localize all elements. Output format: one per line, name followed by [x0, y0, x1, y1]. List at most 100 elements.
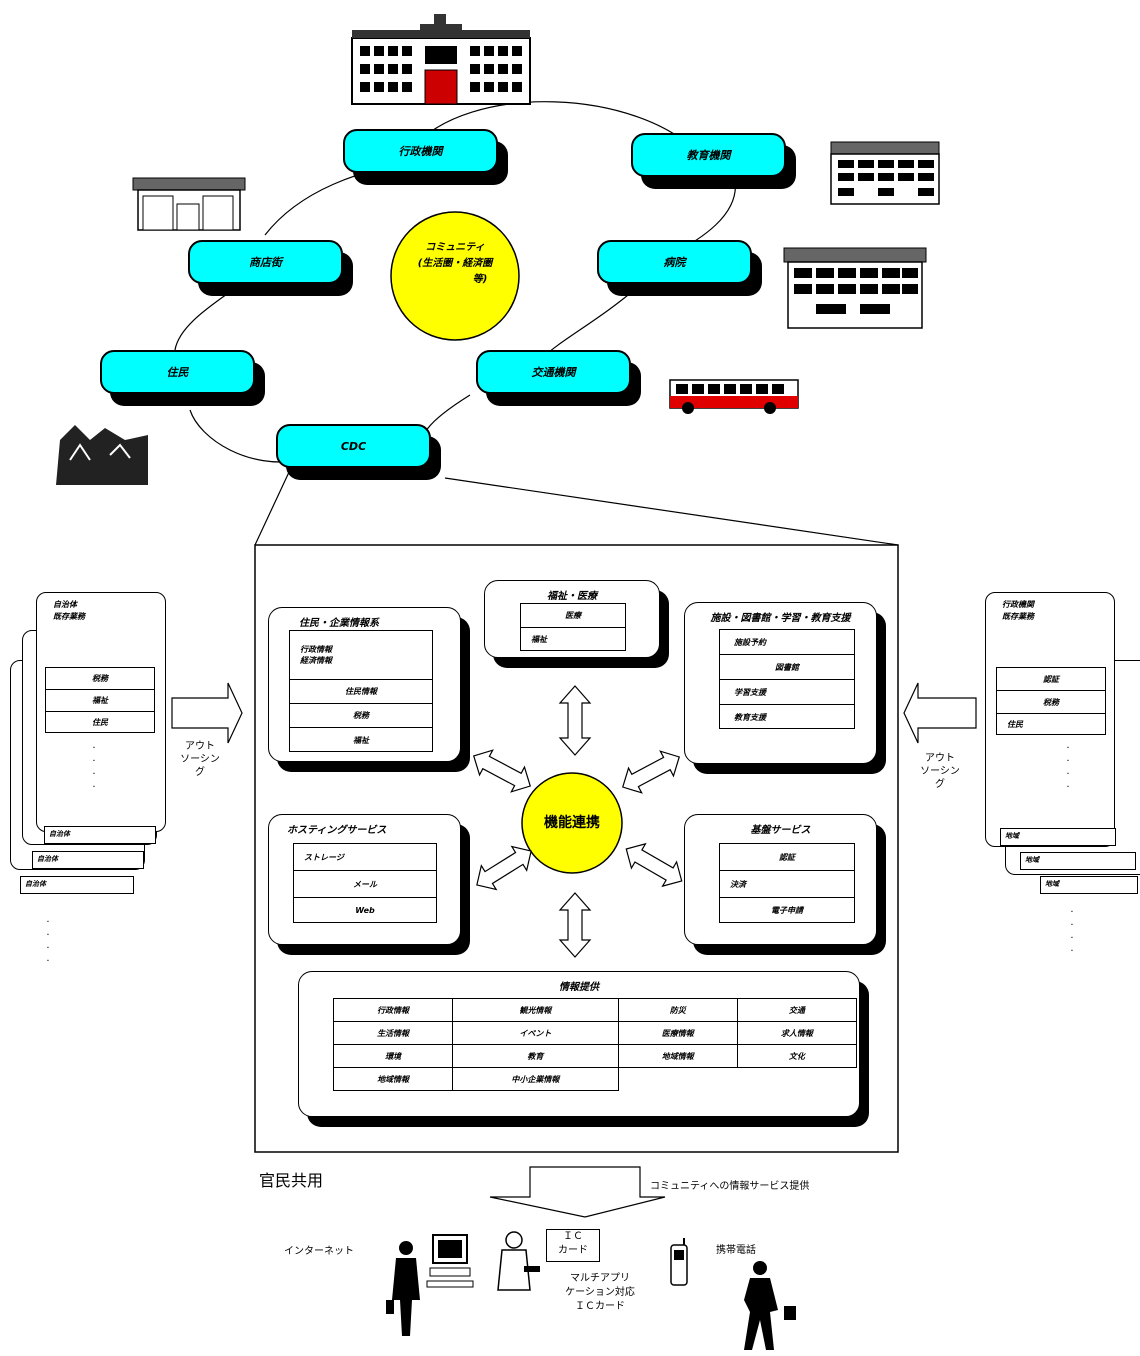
multi-line1: マルチアプリ [570, 1273, 630, 1284]
node-shotengai: 商店街 [188, 240, 343, 284]
kanmin-label: 官民共用 [259, 1171, 324, 1190]
left-row: 福祉 [46, 690, 154, 712]
community-line1: コミュニティ [425, 242, 485, 253]
joho-cell: イベント [452, 1021, 619, 1045]
box-fukushi-title: 福祉・医療 [547, 591, 597, 602]
joho-cell: 環境 [332, 1044, 454, 1068]
joho-cell: 観光情報 [452, 998, 619, 1022]
right-outsourcing-label: アウト ソーシン グ [915, 752, 965, 791]
box-fukushi: 福祉・医療 医療 福祉 [484, 580, 660, 658]
shop-picture [132, 177, 246, 231]
community-label: コミュニティ (生活圏・経済圏 等) [395, 240, 515, 288]
school-building-picture [830, 141, 940, 205]
main-panel [254, 544, 899, 1153]
joho-cell: 中小企業情報 [452, 1067, 619, 1091]
left-row: 住民 [92, 718, 108, 727]
right-outsourcing-line: アウト [925, 753, 955, 764]
box-jumin-kigyo: 住民・企業情報系 行政情報 経済情報 住民情報 税務 福祉 [268, 607, 461, 762]
left-outsourcing-arrow [171, 682, 243, 744]
left-bottom-ellipsis: ···· [46, 917, 50, 967]
double-arrows [472, 685, 683, 958]
box-hosting: ホスティングサービス ストレージ メール Web [268, 814, 461, 945]
box-jumin-kigyo-row: 福祉 [353, 735, 369, 745]
right-row: 認証 [997, 668, 1105, 691]
joho-cell: 医療情報 [617, 1021, 738, 1045]
box-jumin-kigyo-row: 税務 [290, 704, 432, 728]
right-row: 住民 [1007, 720, 1023, 729]
joho-cell: 地域情報 [332, 1067, 454, 1091]
joho-cell: 地域情報 [617, 1044, 738, 1068]
box-joho-title: 情報提供 [559, 982, 599, 993]
residents-picture [56, 425, 148, 485]
box-jumin-kigyo-list: 行政情報 経済情報 住民情報 税務 福祉 [289, 630, 433, 752]
businessman-picture [386, 1241, 420, 1336]
ic-card-line1: ＩＣ [563, 1231, 583, 1242]
multi-line2: ケーション対応 [565, 1287, 635, 1298]
box-shisetsu-row: 図書館 [720, 655, 854, 680]
right-stack-front: 行政機関 既存業務 認証 税務 住民 [985, 592, 1115, 847]
box-shisetsu-row: 学習支援 [720, 680, 854, 705]
community-line2: (生活圏・経済圏 [417, 258, 493, 269]
right-ellipsis: ···· [1066, 743, 1070, 793]
right-header-line2: 既存業務 [1002, 612, 1034, 621]
left-footer-chip: 自治体 [44, 826, 156, 844]
right-outsourcing-line: ソーシン [920, 766, 960, 777]
left-footer-chip: 自治体 [32, 851, 144, 869]
box-kiban-title: 基盤サービス [750, 825, 811, 836]
node-jumin: 住民 [100, 350, 255, 394]
box-kiban-row: 認証 [720, 844, 854, 871]
joho-cell: 生活情報 [332, 1021, 454, 1045]
box-shisetsu-title: 施設・図書館・学習・教育支援 [710, 613, 851, 624]
box-hosting-row: メール [294, 871, 436, 898]
computer-picture [426, 1234, 474, 1288]
node-cdc: CDC [276, 424, 431, 468]
left-outsourcing-line: アウト [185, 741, 215, 752]
box-jumin-kigyo-header: 行政情報 経済情報 [290, 631, 432, 680]
joho-cell-empty [737, 1068, 856, 1091]
box-shisetsu-row: 施設予約 [720, 630, 854, 655]
right-footer-chip: 地域 [1040, 876, 1138, 894]
kiosk-person-picture [497, 1231, 540, 1291]
box-kiban: 基盤サービス 認証 決済 電子申請 [684, 814, 877, 945]
mobile-phone-picture [670, 1238, 688, 1286]
ic-card-line2: カード [558, 1245, 588, 1256]
left-header: 自治体 既存業務 [53, 599, 85, 623]
left-outsourcing-line: グ [195, 767, 205, 778]
multi-line3: ＩＣカード [575, 1301, 625, 1312]
left-footer-chip: 自治体 [20, 876, 134, 894]
left-header-line2: 既存業務 [53, 612, 85, 621]
right-header-line1: 行政機関 [1002, 600, 1034, 609]
header-line2: 経済情報 [300, 656, 332, 665]
box-kiban-row: 電子申請 [771, 906, 803, 915]
right-footer-chip: 地域 [1020, 852, 1136, 870]
header-line1: 行政情報 [300, 645, 332, 654]
right-bottom-ellipsis: ···· [1070, 907, 1074, 957]
right-outsourcing-line: グ [935, 779, 945, 790]
service-arrow [489, 1166, 666, 1218]
joho-cell: 交通 [736, 998, 858, 1022]
walking-man-picture [744, 1261, 796, 1350]
ic-card: ＩＣ カード [546, 1229, 600, 1262]
bus-picture [669, 379, 799, 414]
box-kiban-list: 認証 決済 電子申請 [719, 843, 855, 923]
box-hosting-title: ホスティングサービス [287, 825, 387, 836]
joho-grid: 行政情報 観光情報 防災 交通 生活情報 イベント 医療情報 求人情報 環境 教… [332, 998, 858, 1091]
internet-label: インターネット [284, 1246, 354, 1257]
center-label: 機能連携 [544, 815, 600, 831]
service-label: コミュニティへの情報サービス提供 [650, 1181, 810, 1192]
joho-cell: 防災 [617, 998, 738, 1022]
left-header-line1: 自治体 [53, 600, 77, 609]
right-outsourcing-arrow [903, 682, 977, 744]
joho-cell-empty [618, 1068, 737, 1091]
box-hosting-row: ストレージ [294, 844, 436, 871]
right-header: 行政機関 既存業務 [1002, 599, 1034, 623]
box-jumin-kigyo-row: 住民情報 [290, 680, 432, 704]
right-list: 認証 税務 住民 [996, 667, 1106, 735]
node-byoin: 病院 [597, 240, 752, 284]
box-shisetsu-row: 教育支援 [734, 712, 766, 722]
joho-cell: 求人情報 [736, 1021, 858, 1045]
community-circle [390, 211, 520, 341]
node-kyoiku: 教育機関 [631, 133, 786, 177]
node-gyosei: 行政機関 [343, 129, 498, 173]
